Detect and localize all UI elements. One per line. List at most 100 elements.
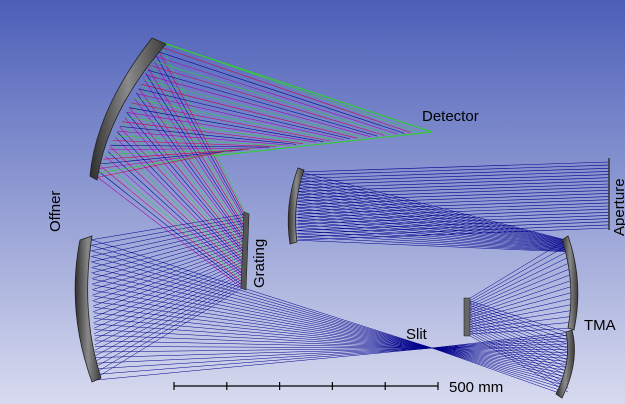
- ray: [293, 230, 572, 251]
- ray: [150, 65, 385, 136]
- offner-primary-mirror: [89, 37, 167, 181]
- ray-bundle-slit-to-offner: [91, 239, 433, 381]
- ray: [431, 347, 567, 365]
- ray: [105, 156, 243, 278]
- ray: [138, 88, 351, 140]
- ray: [466, 239, 567, 301]
- offner-label: Offner: [47, 190, 64, 232]
- ray: [431, 340, 571, 349]
- ray: [295, 207, 570, 247]
- ray: [100, 165, 243, 283]
- ray: [122, 121, 304, 144]
- ray: [94, 323, 433, 349]
- ray: [93, 290, 433, 349]
- ray: [466, 257, 568, 308]
- ray: [114, 136, 244, 267]
- ray: [297, 224, 610, 238]
- tma-tertiary-mirror: [561, 235, 579, 331]
- ray: [431, 334, 572, 349]
- ray: [91, 239, 433, 349]
- ray: [297, 194, 569, 245]
- ray: [94, 346, 433, 349]
- ray: [466, 298, 572, 323]
- scale-bar-label: 500 mm: [449, 379, 504, 396]
- ray: [431, 347, 565, 380]
- ray: [466, 304, 572, 326]
- ray: [466, 322, 570, 373]
- ray: [93, 278, 433, 349]
- ray: [466, 311, 571, 354]
- ray: [297, 180, 610, 192]
- ray: [94, 329, 433, 349]
- optical-elements: [74, 37, 610, 399]
- ray: [431, 347, 568, 359]
- ray: [102, 161, 243, 281]
- ray: [133, 97, 245, 245]
- ray: [121, 122, 244, 259]
- ray: [297, 161, 610, 173]
- ray: [110, 144, 270, 148]
- ray: [138, 87, 245, 239]
- ray: [93, 252, 244, 313]
- ray: [297, 174, 610, 186]
- ray: [95, 175, 243, 289]
- ray-bundle-offner-to-grating: [89, 213, 247, 379]
- ray: [157, 51, 405, 134]
- ray: [466, 292, 571, 321]
- ray: [292, 233, 572, 252]
- ray: [466, 326, 569, 381]
- ray: [431, 347, 566, 374]
- ray: [95, 347, 433, 381]
- ray: [431, 347, 565, 377]
- ray: [93, 255, 244, 318]
- ray: [295, 210, 570, 248]
- ray: [466, 274, 570, 314]
- ray: [466, 333, 569, 393]
- grating-label: Grating: [251, 238, 268, 288]
- ray: [298, 184, 568, 243]
- ray: [95, 347, 433, 370]
- ray: [131, 102, 245, 248]
- ray: [466, 321, 574, 332]
- ray: [93, 258, 244, 324]
- ray: [92, 256, 433, 349]
- ray: [103, 148, 250, 160]
- tma-secondary-mirror: [463, 297, 471, 337]
- ray: [108, 147, 263, 151]
- ray: [431, 347, 563, 392]
- ray: [90, 225, 246, 263]
- ray: [128, 107, 245, 250]
- ray: [107, 151, 243, 275]
- ray: [159, 46, 412, 133]
- ray: [431, 347, 564, 383]
- tma-label: TMA: [584, 317, 616, 334]
- scale-bar: [173, 382, 439, 390]
- ray: [93, 306, 433, 349]
- ray: [297, 196, 610, 208]
- ray: [466, 331, 569, 389]
- ray: [117, 130, 290, 146]
- ray: [94, 318, 433, 349]
- tma-primary-mirror: [287, 167, 305, 245]
- ray: [294, 217, 571, 249]
- ray: [136, 92, 245, 242]
- ray: [431, 347, 568, 362]
- ray: [90, 219, 246, 252]
- ray: [466, 280, 570, 317]
- ray: [117, 131, 244, 264]
- ray: [112, 140, 277, 147]
- ray: [292, 236, 572, 252]
- ray: [298, 187, 568, 244]
- ray: [466, 286, 571, 319]
- ray: [95, 347, 433, 358]
- ray: [299, 171, 567, 241]
- ray: [431, 331, 573, 349]
- ray: [98, 170, 243, 286]
- ray: [466, 263, 569, 310]
- ray: [466, 320, 570, 370]
- ray: [94, 334, 433, 349]
- ray-bundles: [89, 41, 610, 395]
- ray: [95, 278, 243, 362]
- ray: [143, 79, 364, 138]
